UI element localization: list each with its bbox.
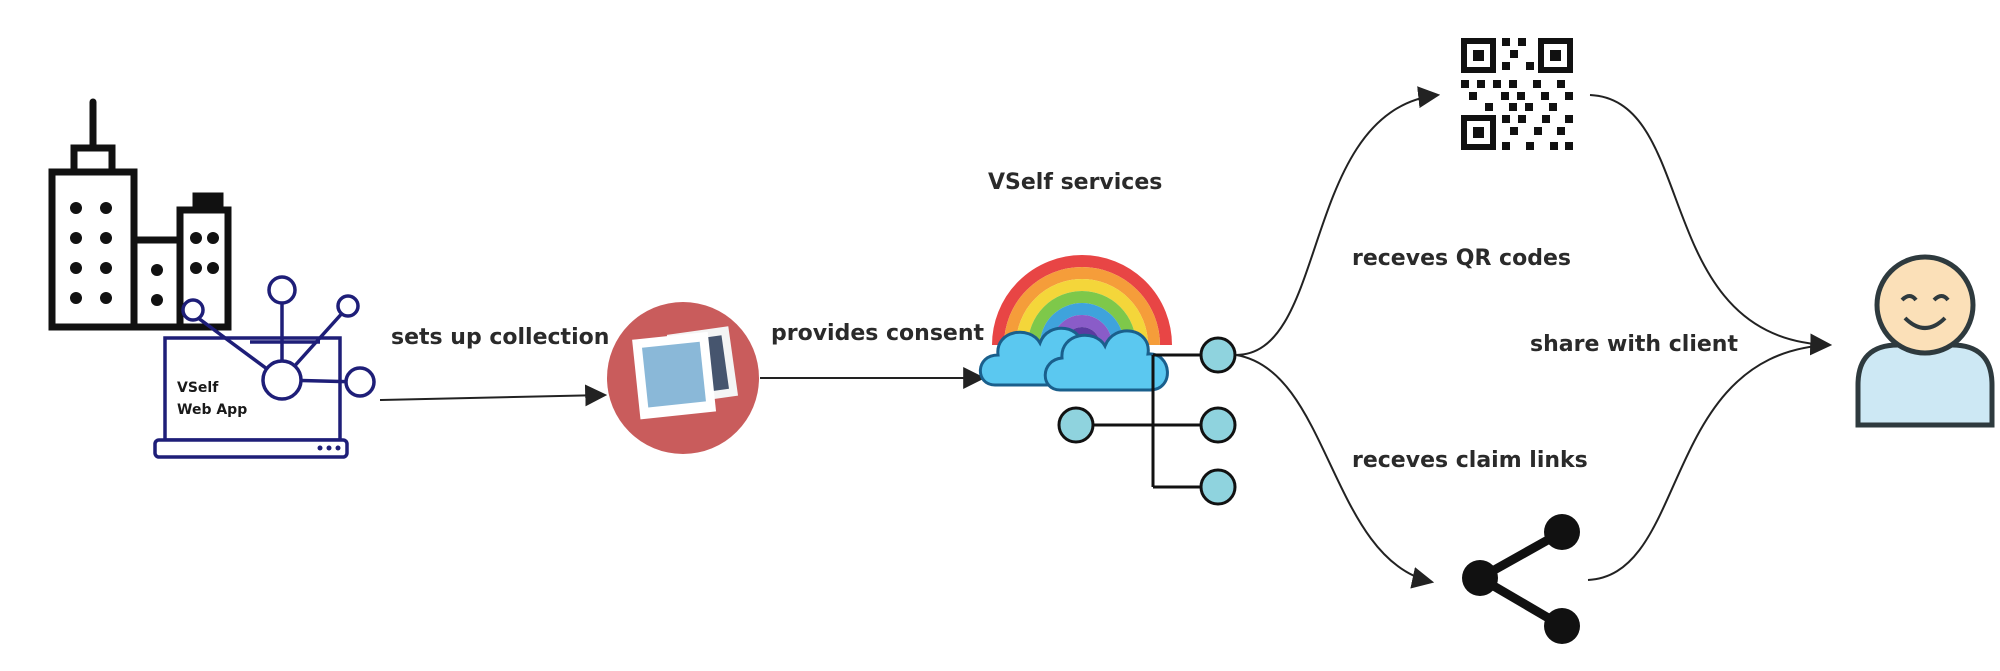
label-sets-up-collection: sets up collection <box>391 325 610 350</box>
label-share-with-client: share with client <box>1530 332 1738 357</box>
label-provides-consent: provides consent <box>771 321 985 346</box>
web-app-label-line2: Web App <box>177 402 247 418</box>
arrow-share-qr <box>1589 94 1833 356</box>
photos-icon <box>607 302 759 454</box>
arrow-share-link <box>1587 344 1831 581</box>
arrow-receves-claim-links <box>1235 354 1435 589</box>
service-node <box>1199 406 1237 444</box>
service-node <box>1057 406 1095 444</box>
cloud-icon <box>978 326 1169 392</box>
service-tree <box>1093 353 1200 489</box>
share-icon <box>1462 514 1580 644</box>
web-app-label-line1: VSelf <box>177 380 219 396</box>
arrow-receves-qr-codes <box>1235 86 1441 356</box>
label-receves-qr-codes: receves QR codes <box>1352 246 1571 271</box>
arrow-sets-up-collection <box>379 384 608 407</box>
service-node <box>1199 468 1237 506</box>
service-node <box>1199 336 1237 374</box>
qr-code-icon <box>1461 38 1573 150</box>
buildings-icon <box>48 98 232 331</box>
label-receves-claim-links: receves claim links <box>1352 448 1588 473</box>
label-vself-services: VSelf services <box>988 170 1163 195</box>
person-icon <box>1855 254 1995 428</box>
web-app-icon <box>153 275 376 459</box>
